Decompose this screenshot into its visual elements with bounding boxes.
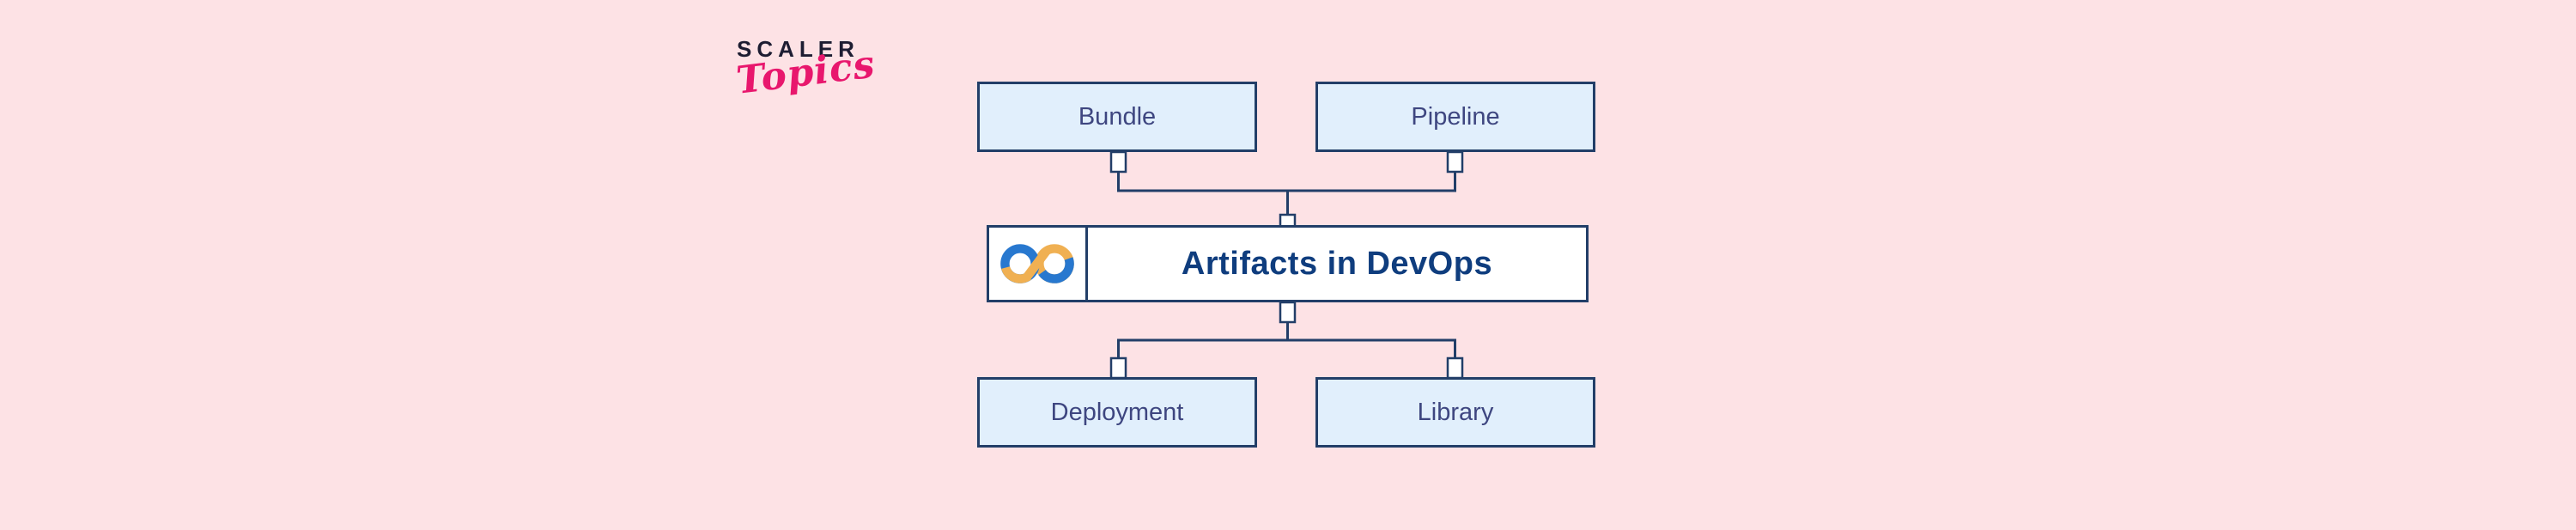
connector-top-tree (1117, 163, 1456, 225)
port-library-top (1446, 356, 1464, 380)
devops-icon-cell (989, 228, 1088, 300)
node-library: Library (1315, 377, 1595, 448)
connector-bottom-tree (1117, 302, 1456, 371)
node-bundle-label: Bundle (1078, 102, 1157, 131)
node-bundle: Bundle (977, 82, 1257, 152)
port-bundle-bottom (1109, 150, 1127, 174)
node-deployment-label: Deployment (1050, 398, 1184, 426)
port-pipeline-bottom (1446, 150, 1464, 174)
port-deployment-top (1109, 356, 1127, 380)
node-pipeline: Pipeline (1315, 82, 1595, 152)
central-title: Artifacts in DevOps (1181, 245, 1493, 282)
scaler-topics-logo: SCALER Topics (734, 36, 878, 103)
node-library-label: Library (1417, 398, 1494, 426)
devops-infinity-icon (1000, 244, 1074, 283)
logo-scaler-text: SCALER (737, 36, 860, 62)
port-center-bottom (1279, 301, 1297, 324)
node-deployment: Deployment (977, 377, 1257, 448)
central-title-cell: Artifacts in DevOps (1088, 228, 1586, 300)
central-node: Artifacts in DevOps (987, 225, 1589, 302)
node-pipeline-label: Pipeline (1411, 102, 1500, 131)
